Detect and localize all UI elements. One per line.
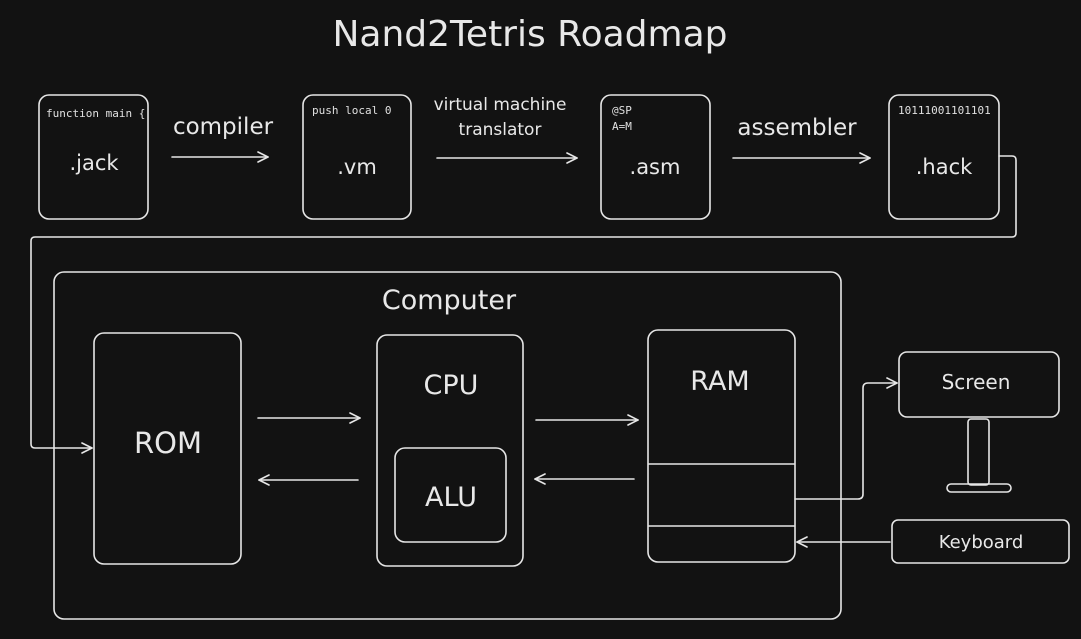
arrow-hack-to-rom: [30, 155, 1017, 454]
file-vm: push local 0 .vm: [302, 94, 412, 220]
asm-snippet-line-2: A=M: [612, 120, 632, 133]
vm-extension: .vm: [337, 155, 377, 179]
rom-block: ROM: [93, 332, 242, 565]
vm-snippet: push local 0: [312, 104, 391, 117]
alu-block: [394, 447, 507, 543]
keyboard-device: Keyboard: [891, 519, 1070, 564]
file-jack: function main { .jack: [38, 94, 149, 220]
vm-translator-label-line-1: virtual machine: [434, 95, 567, 115]
cpu-block: CPU ALU: [376, 334, 524, 567]
screen-label: Screen: [942, 370, 1011, 394]
computer-container: Computer: [53, 271, 842, 620]
arrow-ram-to-screen: [794, 377, 898, 500]
ram-label: RAM: [690, 366, 749, 397]
keyboard-label: Keyboard: [939, 532, 1024, 553]
asm-snippet-line-1: @SP: [612, 104, 632, 117]
hack-extension: .hack: [916, 155, 973, 179]
ram-block: RAM: [647, 329, 796, 563]
rom-label: ROM: [134, 426, 202, 460]
computer-label: Computer: [382, 285, 517, 316]
assembler-label: assembler: [737, 115, 857, 141]
hack-snippet: 10111001101101: [898, 104, 991, 117]
screen-base: [946, 483, 1012, 493]
file-hack: 10111001101101 .hack: [888, 94, 1000, 220]
jack-extension: .jack: [69, 151, 119, 175]
screen-device: Screen: [898, 351, 1060, 493]
jack-snippet: function main {: [46, 107, 145, 120]
asm-extension: .asm: [630, 155, 681, 179]
cpu-label: CPU: [424, 370, 479, 401]
screen-stand: [967, 418, 990, 486]
diagram-title: Nand2Tetris Roadmap: [332, 14, 727, 55]
compiler-label: compiler: [173, 114, 274, 140]
alu-label: ALU: [425, 482, 477, 513]
vm-translator-label-line-2: translator: [459, 120, 542, 140]
file-asm: @SP A=M .asm: [600, 94, 711, 220]
